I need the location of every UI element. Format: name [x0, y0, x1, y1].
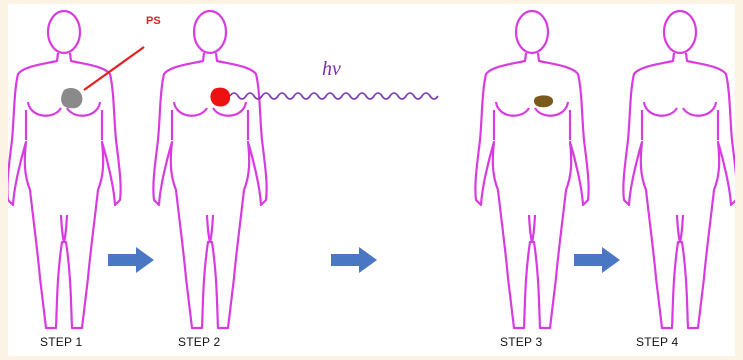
figure-step1 — [8, 11, 121, 328]
hv-label: hv — [322, 58, 341, 81]
tumor-step2 — [210, 88, 230, 107]
pdt-steps-diagram — [8, 4, 735, 356]
diagram-canvas: PS hv STEP 1 STEP 2 STEP 3 STEP 4 — [8, 4, 735, 356]
light-wave — [230, 93, 438, 99]
step-3-label: STEP 3 — [500, 335, 542, 349]
tumor-step3 — [534, 95, 553, 107]
right-arrow-1 — [108, 247, 154, 273]
right-arrow-2 — [331, 247, 377, 273]
step-2-label: STEP 2 — [178, 335, 220, 349]
step-4-label: STEP 4 — [636, 335, 678, 349]
figure-step2 — [153, 11, 266, 328]
ps-injection-line — [84, 47, 144, 90]
figure-step4 — [623, 11, 735, 328]
tumor-step1 — [61, 88, 82, 108]
right-arrow-3 — [574, 247, 620, 273]
figure-step3 — [475, 11, 588, 328]
step-1-label: STEP 1 — [40, 335, 82, 349]
ps-label: PS — [146, 15, 161, 27]
